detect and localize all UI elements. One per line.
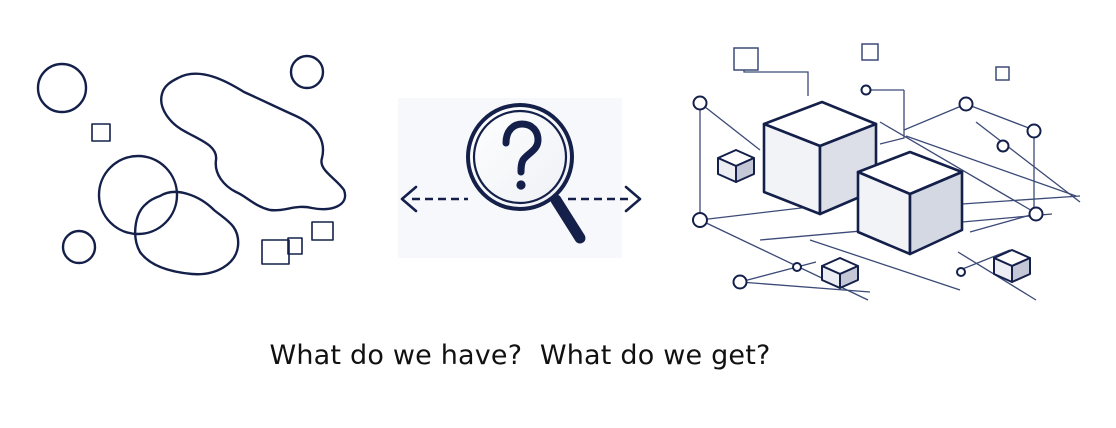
blob-square — [287, 237, 303, 255]
magnifier-lens — [466, 103, 574, 211]
question-mark-icon — [502, 120, 542, 176]
question-mark-dot — [516, 180, 526, 190]
network-node — [996, 139, 1010, 153]
blob-square — [311, 221, 334, 241]
network-node — [692, 212, 708, 228]
network-node — [860, 84, 872, 96]
network-nodes — [692, 84, 1044, 290]
network-node — [792, 262, 802, 272]
blob-circle — [289, 54, 325, 90]
magnifier-lens-inner — [472, 109, 568, 205]
blob-square — [261, 239, 290, 265]
blob-shape — [160, 72, 347, 212]
cube-large — [856, 150, 964, 256]
blob-square — [91, 123, 111, 142]
cube-small — [993, 249, 1031, 283]
blob-circle — [97, 154, 179, 236]
cube-small — [821, 257, 859, 289]
network-node — [1026, 123, 1042, 139]
grid-squares — [733, 43, 1010, 81]
cube-small — [717, 149, 755, 183]
arrow-right-head — [624, 185, 642, 213]
blob-circle — [61, 229, 97, 265]
blob-shape — [134, 190, 240, 276]
blob-circle — [36, 62, 88, 114]
magnifier-handle — [550, 194, 586, 244]
network-node — [692, 95, 708, 111]
caption-text: What do we have? What do we get? — [269, 340, 771, 371]
structured-data-group — [692, 43, 1081, 301]
magnifier-group — [398, 98, 642, 258]
network-node — [732, 274, 748, 290]
arrow-left-head — [400, 185, 418, 213]
unstructured-data-group — [36, 54, 347, 276]
network-node — [956, 267, 966, 277]
network-node — [958, 96, 974, 112]
network-node — [1028, 206, 1044, 222]
